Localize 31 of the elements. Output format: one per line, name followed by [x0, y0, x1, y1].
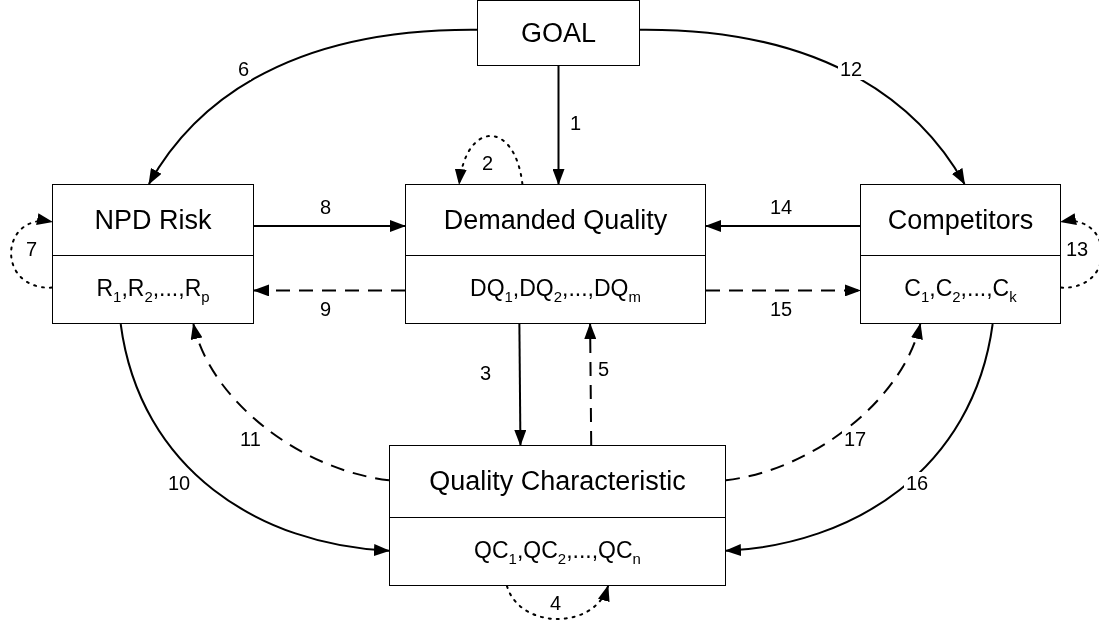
box-title: Demanded Quality — [443, 204, 668, 236]
entity-box — [860, 184, 1061, 324]
self-loop-arrow — [505, 585, 610, 620]
element-list: R$_{1}$,R$_{2}$,...,R$_{p}$ — [96, 274, 210, 305]
self-loop-arrow — [1060, 214, 1099, 289]
box-title: Competitors — [887, 204, 1034, 236]
arrow — [705, 220, 861, 232]
box-title: Quality Characteristic — [429, 466, 686, 497]
arrow — [119, 323, 390, 556]
entity-box — [405, 184, 706, 324]
arrow — [584, 323, 597, 446]
arrow — [514, 323, 527, 446]
element-list: C$_{1}$,C$_{2}$,...,C$_{k}$ — [904, 274, 1017, 305]
arrow — [639, 28, 966, 185]
box-title: GOAL — [521, 17, 596, 49]
entity-box — [389, 445, 726, 586]
entity-box — [52, 184, 254, 324]
element-list: QC$_{1}$,QC$_{2}$,...,QC$_{n}$ — [474, 536, 641, 567]
box-title: NPD Risk — [94, 204, 212, 236]
arrow — [705, 284, 861, 297]
arrow — [147, 28, 478, 185]
self-loop-arrow — [10, 214, 53, 289]
arrow — [725, 323, 922, 482]
goal-box — [477, 0, 640, 66]
arrow — [253, 220, 406, 232]
arrow — [725, 323, 994, 556]
arrow — [253, 284, 406, 297]
element-list: DQ$_{1}$,DQ$_{2}$,...,DQ$_{m}$ — [470, 274, 641, 305]
arrow — [552, 65, 565, 185]
arrow — [191, 323, 390, 482]
self-loop-arrow — [455, 135, 524, 185]
